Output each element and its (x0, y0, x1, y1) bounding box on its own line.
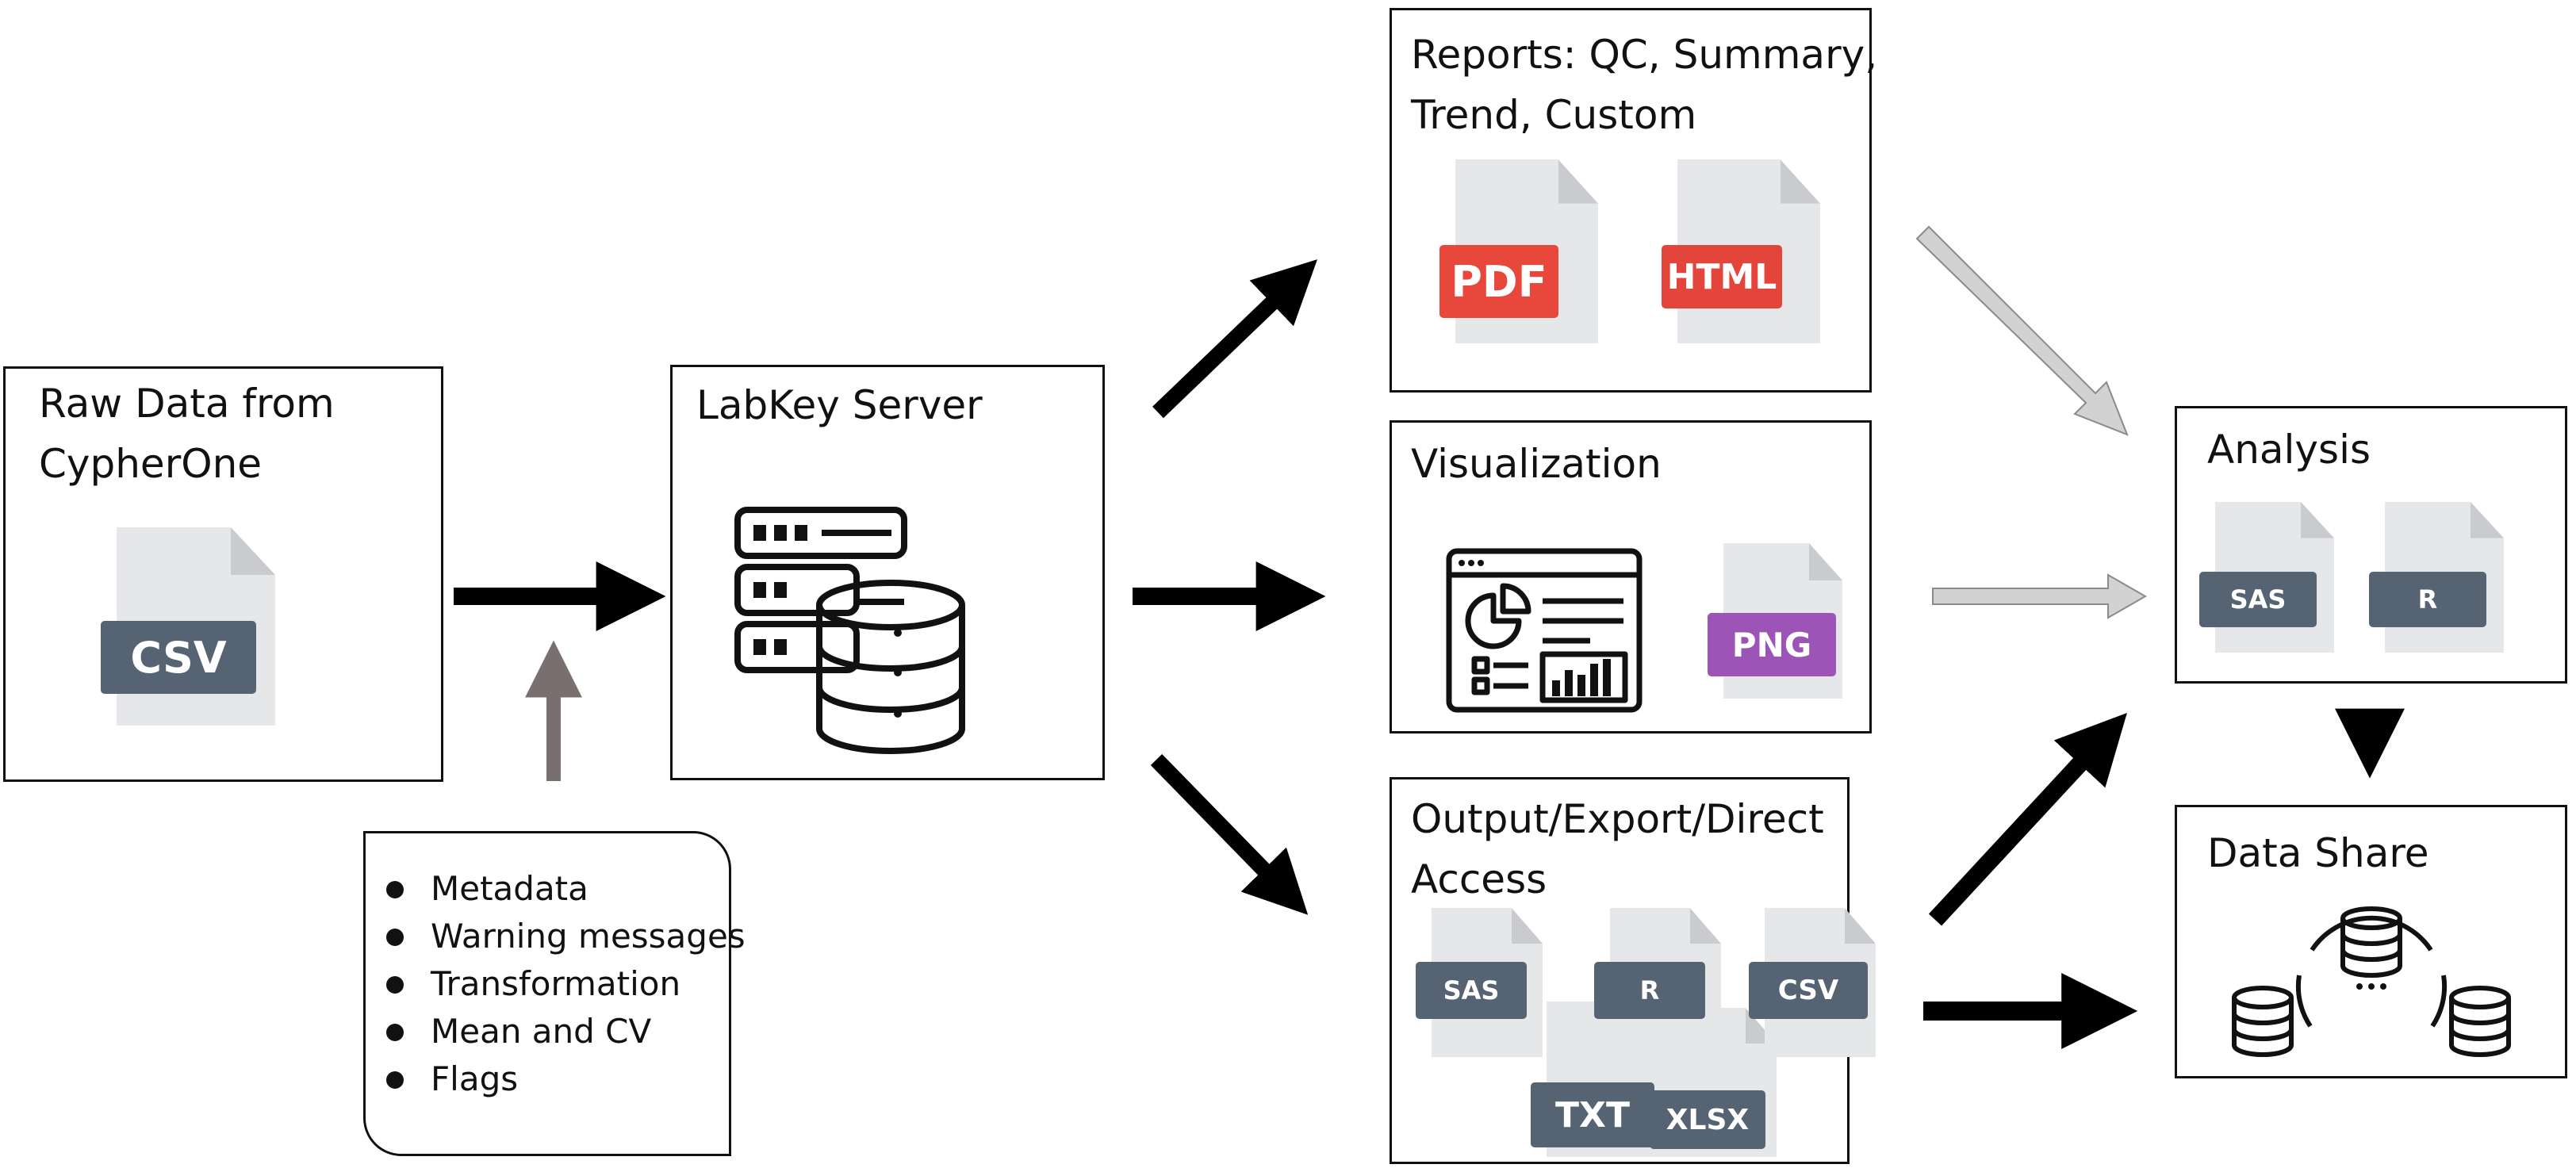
analysis-title: Analysis (2207, 427, 2371, 473)
pdf-file-label: PDF (1439, 245, 1558, 318)
metadata-item: Warning messages (386, 913, 746, 960)
metadata-item: Flags (386, 1055, 746, 1103)
arrow-output-to-analysis (1928, 712, 2127, 926)
server-database-icon (734, 507, 965, 754)
csv-file-label: CSV (1749, 962, 1868, 1019)
arrow-labkey-to-output (1150, 754, 1309, 915)
raw-data-title: Raw Data from CypherOne (39, 373, 335, 494)
reports-title-line-1: Reports: QC, Summary, (1411, 32, 1878, 78)
sas-file-icon: SAS (1416, 908, 1543, 1057)
xlsx-file-label: XLSX (1650, 1090, 1765, 1149)
visualization-title: Visualization (1411, 441, 1662, 487)
data-share-box: Data Share (2175, 805, 2567, 1078)
txt-file-label: TXT (1531, 1082, 1654, 1147)
visualization-box: Visualization (1390, 420, 1872, 733)
pdf-file-icon: PDF (1439, 159, 1598, 343)
csv-file-icon: CSV (1749, 908, 1876, 1057)
r-file-label: R (2369, 572, 2486, 627)
csv-file-label: CSV (101, 621, 256, 694)
metadata-list: Metadata Warning messages Transformation… (386, 865, 746, 1103)
output-title-line-2: Access (1411, 856, 1547, 902)
raw-data-title-line-1: Raw Data from (39, 381, 335, 427)
html-file-label: HTML (1662, 245, 1782, 308)
sas-file-label: SAS (2199, 572, 2317, 627)
metadata-item: Metadata (386, 865, 746, 913)
data-share-network-icon (2232, 906, 2511, 1057)
csv-file-icon: CSV (101, 527, 275, 726)
reports-title: Reports: QC, Summary, Trend, Custom (1411, 25, 1877, 145)
xlsx-file-icon: XLSX (1650, 1008, 1777, 1157)
metadata-box: Metadata Warning messages Transformation… (363, 831, 746, 1156)
sas-file-icon: SAS (2199, 502, 2334, 653)
html-file-icon: HTML (1662, 159, 1820, 343)
raw-data-title-line-2: CypherOne (39, 441, 263, 487)
sas-file-label: SAS (1416, 962, 1527, 1019)
r-file-label: R (1594, 962, 1705, 1019)
output-box: Output/Export/Direct Access TXT XLSX SAS… (1390, 777, 1876, 1164)
output-title: Output/Export/Direct Access (1411, 789, 1824, 910)
raw-data-box: Raw Data from CypherOne CSV (3, 366, 443, 782)
r-file-icon: R (1594, 908, 1721, 1057)
reports-title-line-2: Trend, Custom (1411, 92, 1697, 138)
analysis-box: Analysis SAS R (2175, 406, 2567, 684)
metadata-item: Transformation (386, 960, 746, 1008)
labkey-server-box: LabKey Server (670, 365, 1105, 780)
data-share-title: Data Share (2207, 830, 2429, 876)
labkey-server-title: LabKey Server (696, 382, 983, 428)
r-file-icon: R (2369, 502, 2504, 653)
arrow-visualization-to-analysis (1932, 573, 2148, 619)
output-title-line-1: Output/Export/Direct (1411, 796, 1824, 842)
png-file-icon: PNG (1708, 543, 1842, 699)
reports-box: Reports: QC, Summary, Trend, Custom PDF … (1390, 8, 1877, 393)
png-file-label: PNG (1708, 613, 1836, 676)
arrow-labkey-to-reports (1152, 259, 1317, 419)
arrow-reports-to-analysis (1915, 225, 2129, 436)
dashboard-icon (1446, 548, 1643, 713)
metadata-item: Mean and CV (386, 1008, 746, 1055)
